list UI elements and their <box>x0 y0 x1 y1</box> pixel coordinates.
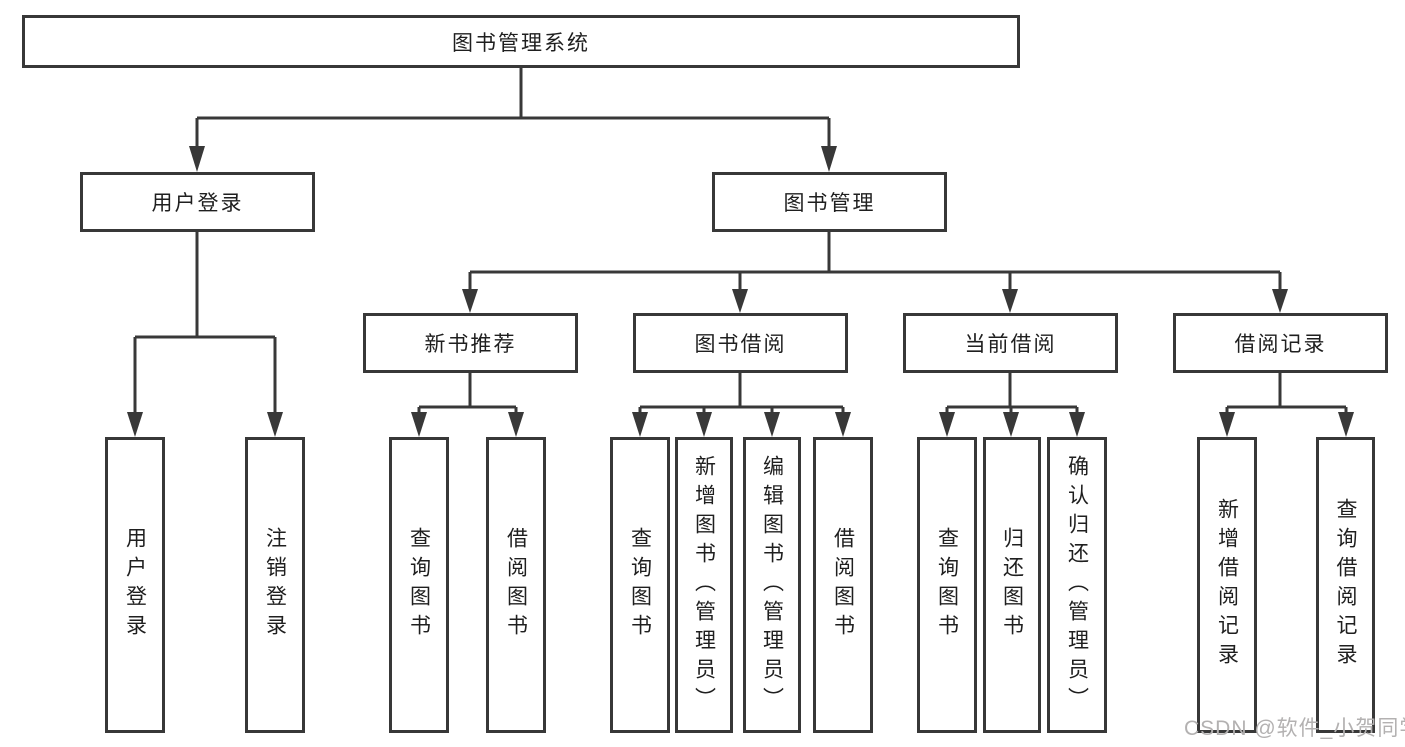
leaf-user-login: 用户登录 <box>105 437 165 733</box>
arrow-down-icon <box>127 412 143 437</box>
arrow-down-icon <box>411 412 427 437</box>
arrow-down-icon <box>939 412 955 437</box>
arrow-down-icon <box>1338 412 1354 437</box>
leaf-label: 查询图书 <box>628 527 652 643</box>
leaf-label: 查询图书 <box>407 527 431 643</box>
arrow-down-icon <box>821 146 837 172</box>
leaf-borrow-books-recommend: 借阅图书 <box>486 437 546 733</box>
leaf-label: 借阅图书 <box>831 527 855 643</box>
arrow-down-icon <box>732 289 748 313</box>
leaf-label: 注销登录 <box>263 527 287 643</box>
arrow-down-icon <box>1069 412 1085 437</box>
csdn-watermark: CSDN @软件_小贺同学 <box>1184 717 1405 740</box>
leaf-edit-books-admin: 编辑图书（管理员） <box>743 437 801 733</box>
leaf-query-books-current: 查询图书 <box>917 437 977 733</box>
arrow-down-icon <box>835 412 851 437</box>
node-library-management-system: 图书管理系统 <box>22 15 1020 68</box>
arrow-down-icon <box>764 412 780 437</box>
arrow-down-icon <box>508 412 524 437</box>
leaf-query-books-recommend: 查询图书 <box>389 437 449 733</box>
node-book-management: 图书管理 <box>712 172 947 232</box>
leaf-logout: 注销登录 <box>245 437 305 733</box>
node-user-login: 用户登录 <box>80 172 315 232</box>
node-current-borrowing: 当前借阅 <box>903 313 1118 373</box>
node-label: 用户登录 <box>151 192 244 215</box>
leaf-label: 用户登录 <box>123 527 147 643</box>
leaf-borrow-books: 借阅图书 <box>813 437 873 733</box>
node-label: 借阅记录 <box>1234 333 1327 356</box>
arrow-down-icon <box>1272 289 1288 313</box>
node-label: 新书推荐 <box>424 333 517 356</box>
arrowheads <box>127 146 1354 437</box>
arrow-down-icon <box>462 289 478 313</box>
node-book-borrowing: 图书借阅 <box>633 313 848 373</box>
node-new-book-recommendation: 新书推荐 <box>363 313 578 373</box>
node-label: 图书管理 <box>783 192 876 215</box>
arrow-down-icon <box>632 412 648 437</box>
leaf-confirm-return-admin: 确认归还（管理员） <box>1047 437 1107 733</box>
leaf-query-borrow-record: 查询借阅记录 <box>1316 437 1375 733</box>
arrow-down-icon <box>1003 412 1019 437</box>
node-label: 图书借阅 <box>694 333 787 356</box>
arrow-down-icon <box>1219 412 1235 437</box>
leaf-label: 编辑图书（管理员） <box>760 454 784 716</box>
leaf-label: 确认归还（管理员） <box>1065 454 1089 716</box>
connector-segments <box>133 68 1348 417</box>
leaf-add-books-admin: 新增图书（管理员） <box>675 437 733 733</box>
arrow-down-icon <box>696 412 712 437</box>
leaf-label: 新增图书（管理员） <box>692 454 716 716</box>
leaf-label: 新增借阅记录 <box>1215 498 1239 672</box>
arrow-down-icon <box>1002 289 1018 313</box>
leaf-label: 借阅图书 <box>504 527 528 643</box>
leaf-query-books-borrow: 查询图书 <box>610 437 670 733</box>
arrow-down-icon <box>267 412 283 437</box>
leaf-label: 归还图书 <box>1000 527 1024 643</box>
leaf-add-borrow-record: 新增借阅记录 <box>1197 437 1257 733</box>
leaf-label: 查询图书 <box>935 527 959 643</box>
node-borrowing-records: 借阅记录 <box>1173 313 1388 373</box>
leaf-label: 查询借阅记录 <box>1334 498 1357 672</box>
node-label: 图书管理系统 <box>452 31 590 55</box>
node-label: 当前借阅 <box>964 333 1057 356</box>
leaf-return-books: 归还图书 <box>983 437 1041 733</box>
arrow-down-icon <box>189 146 205 172</box>
